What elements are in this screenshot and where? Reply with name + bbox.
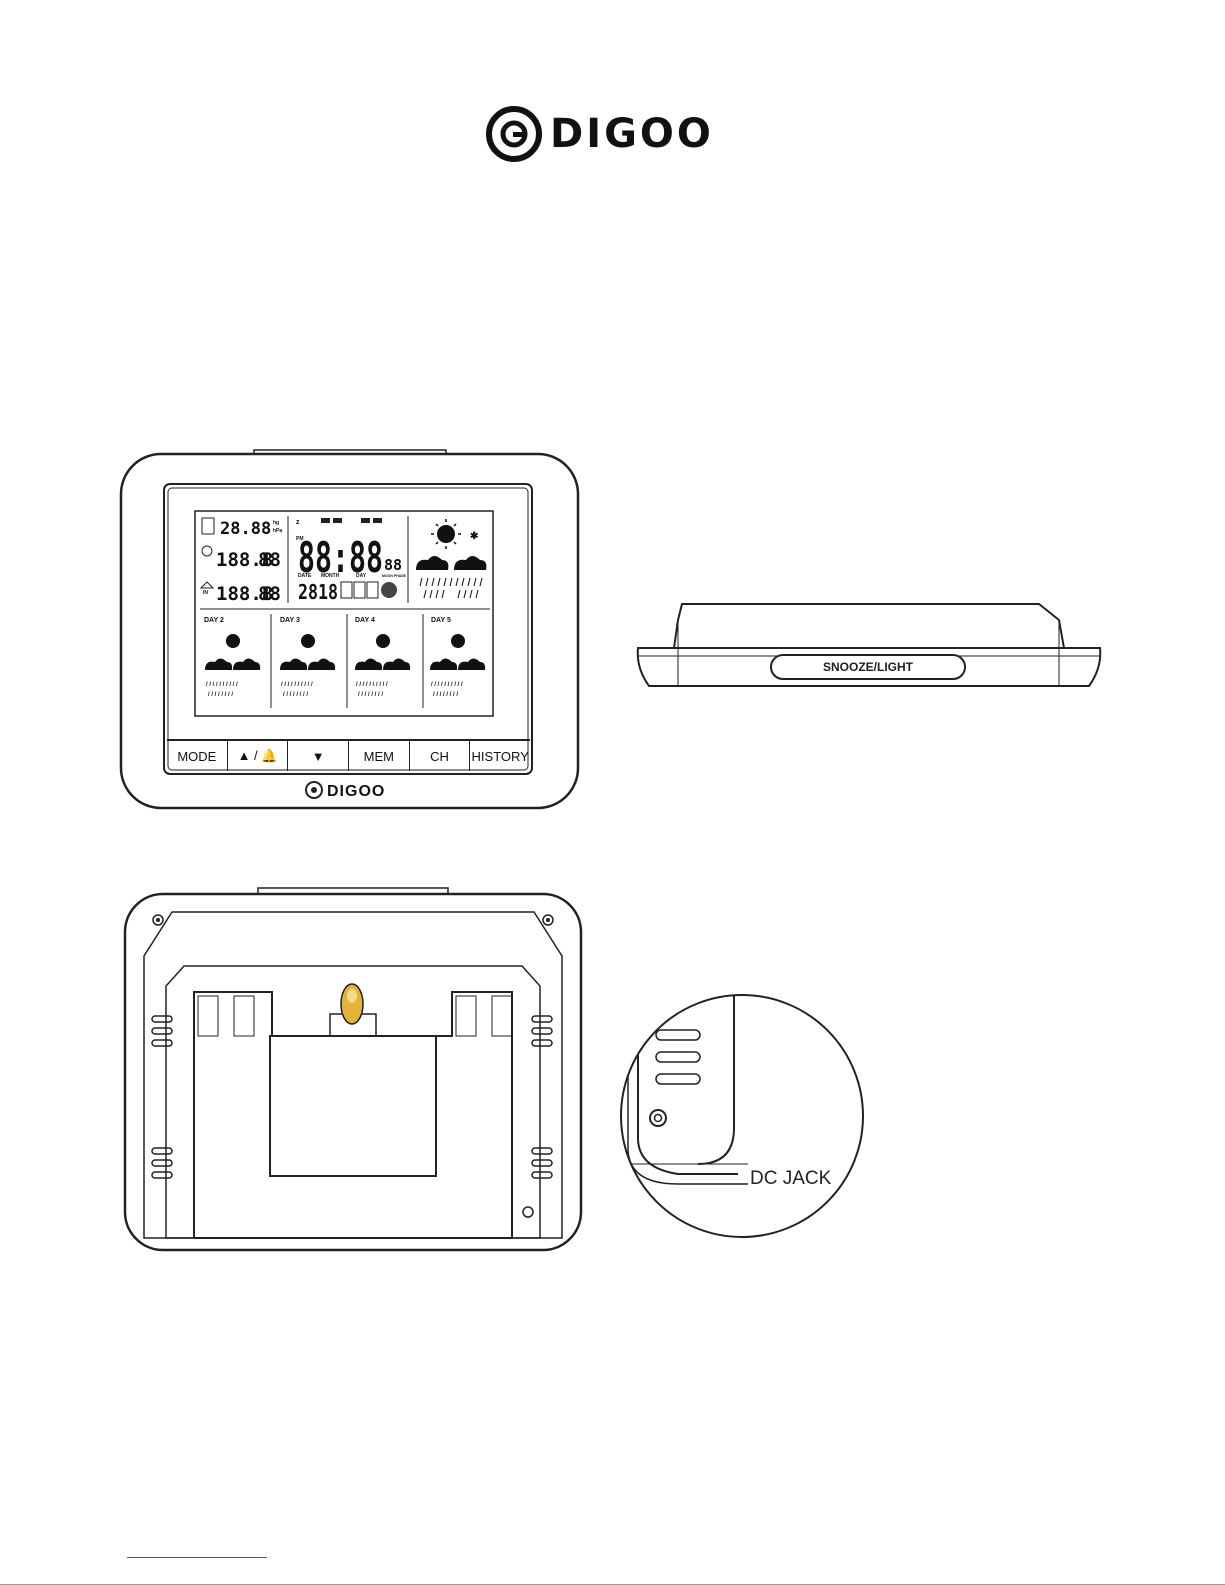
lcd-indoor-label: IN (203, 590, 208, 596)
lcd-moon-label: MOON PHASE (382, 574, 407, 578)
moon-phase-icon (381, 582, 397, 598)
lcd-day-label: DAY (356, 573, 367, 579)
forecast-day-3-label: DAY 3 (280, 617, 300, 624)
forecast-day-4: DAY 4 / / / / / / / / / / / / / / / / / … (355, 617, 411, 698)
lcd-pressure-unit-hg: hg (273, 520, 279, 526)
svg-text:/ / / / / / / / / /: / / / / / / / / / / (281, 682, 313, 688)
mode-button[interactable]: MODE (167, 741, 228, 771)
lcd-outdoor-temp: 188.8 (216, 549, 273, 571)
front-logo-icon (305, 781, 323, 799)
lcd-indoor-temp: 188.8 (216, 583, 273, 605)
svg-text:/ / / / / / / /: / / / / / / / / (358, 692, 383, 698)
lcd-pm-label: PM (296, 536, 304, 542)
svg-text:/ / / / / / / /: / / / / / / / / (433, 692, 458, 698)
digoo-circle-logo-icon (486, 106, 542, 162)
back-view-device (123, 887, 583, 1252)
dc-jack-label: DC JACK (750, 1168, 832, 1189)
forecast-day-5-label: DAY 5 (431, 617, 451, 624)
battery-cover (269, 1035, 437, 1177)
front-view-device: 28.88 hg hPa 188.8 88 IN 188.8 88 z PM 8… (119, 449, 580, 810)
lcd-pressure: 28.88 (220, 519, 271, 539)
down-button[interactable]: ▼ (288, 741, 350, 771)
forecast-day-5: DAY 5 / / / / / / / / / / / / / / / / / … (430, 617, 486, 698)
dc-jack-detail (620, 994, 864, 1238)
svg-text:/ / / / / / / /: / / / / / / / / (283, 692, 308, 698)
svg-text:/ / / / / / / / / /: / / / / / / / / / / (356, 682, 388, 688)
lcd-date-label: DATE (298, 573, 312, 579)
svg-text:✱: ✱ (470, 531, 479, 542)
forecast-day-3: DAY 3 / / / / / / / / / / / / / / / / / … (280, 617, 336, 698)
forecast-day-2: DAY 2 / / / / / / / / / / / / / / / / / … (204, 617, 261, 698)
up-alarm-button[interactable]: ▲ / 🔔 (228, 741, 289, 771)
ch-button[interactable]: CH (410, 741, 471, 771)
snooze-light-button[interactable]: SNOOZE/LIGHT (770, 654, 966, 680)
header-logo: DIGOO (486, 106, 714, 162)
dc-jack-icon (649, 1109, 667, 1127)
lcd-year: 2818 (298, 580, 338, 604)
svg-text:z: z (296, 519, 300, 526)
hanging-hole-icon (340, 983, 364, 1025)
today-forecast-icon: ✱ (416, 519, 487, 599)
lcd-screen (194, 510, 494, 717)
forecast-day-2-label: DAY 2 (204, 617, 224, 624)
svg-text:/ / / / / / / / / /: / / / / / / / / / / (431, 682, 463, 688)
lcd-seconds: 88 (384, 556, 402, 574)
mem-button[interactable]: MEM (349, 741, 410, 771)
front-logo-wordmark: DIGOO (327, 783, 385, 800)
forecast-day-4-label: DAY 4 (355, 617, 375, 624)
header-logo-wordmark: DIGOO (550, 111, 714, 157)
lcd-month-label: MONTH (321, 573, 340, 579)
front-button-bar: MODE ▲ / 🔔 ▼ MEM CH HISTORY (167, 739, 530, 771)
footer-link-underline (127, 1557, 267, 1558)
lcd-pressure-unit-hpa: hPa (273, 528, 282, 534)
back-dc-jack-icon (522, 1206, 534, 1218)
lcd-time: 88:88 (298, 533, 383, 582)
svg-text:/ / / / / / / / / /: / / / / / / / / / / (206, 682, 238, 688)
lcd-indoor-humidity: 88 (258, 583, 281, 605)
history-button[interactable]: HISTORY (471, 748, 529, 764)
lcd-outdoor-humidity: 88 (258, 549, 281, 571)
svg-text:/ / / / / / / /: / / / / / / / / (208, 692, 233, 698)
